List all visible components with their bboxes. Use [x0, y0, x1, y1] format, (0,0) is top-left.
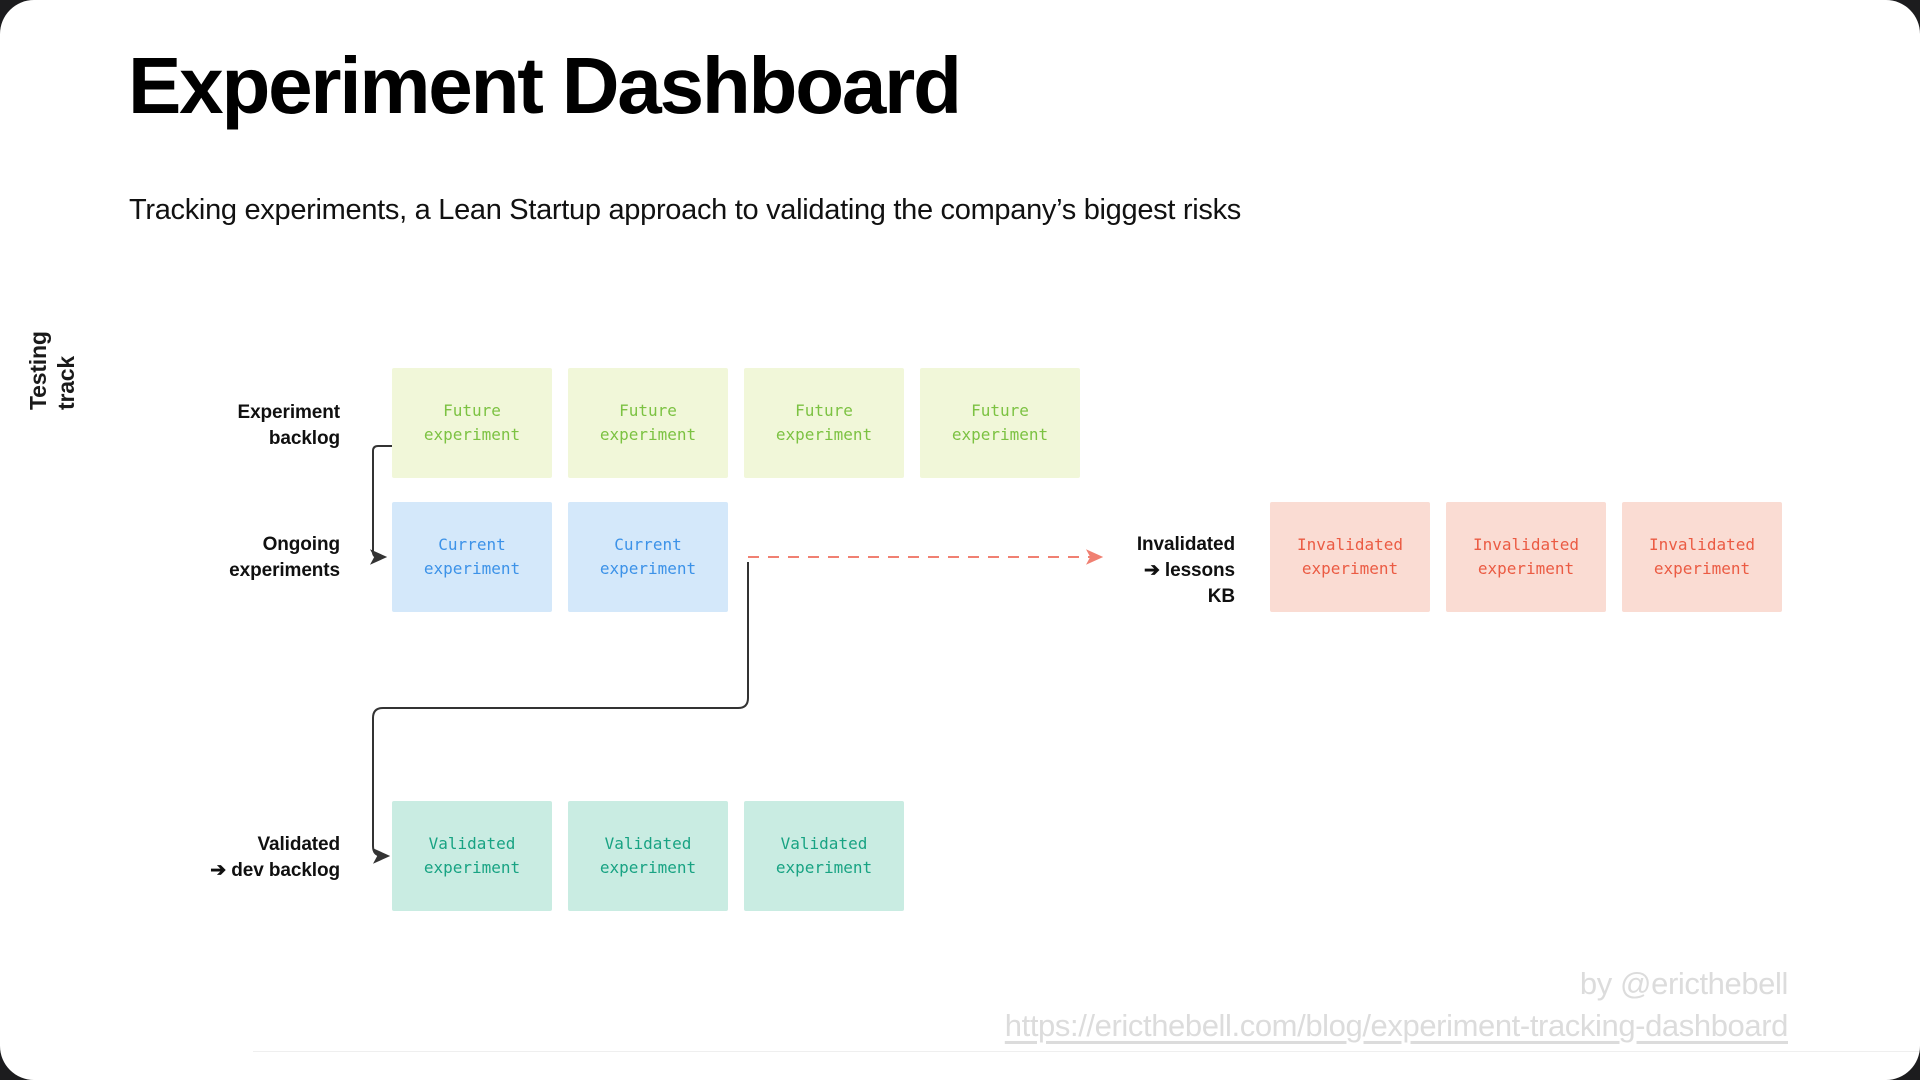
row-label-experiment-backlog: Experiment backlog	[170, 400, 341, 452]
experiment-card-invalidated-2[interactable]: Invalidated experiment	[1446, 502, 1606, 612]
experiment-card-line2: experiment	[775, 425, 873, 444]
track-label-testing: Testing track	[24, 331, 134, 410]
row-label-validated-line1: Validated	[257, 834, 340, 855]
page-title: Experiment Dashboard	[128, 41, 962, 130]
experiment-card-current-2[interactable]: Current experiment	[568, 502, 728, 612]
experiment-card-line1: Invalidated	[1649, 535, 1755, 554]
experiment-card-validated-3[interactable]: Validated experiment	[744, 801, 904, 911]
experiment-card-future-3[interactable]: Future experiment	[744, 368, 904, 478]
experiment-card-line1: Validated	[428, 834, 516, 853]
experiment-card-line2: experiment	[423, 858, 521, 877]
experiment-card-validated-2[interactable]: Validated experiment	[568, 801, 728, 911]
track-label-testing-line1: Testing	[25, 331, 51, 410]
experiment-card-line1: Current	[614, 535, 682, 554]
experiment-card-line1: Validated	[780, 834, 868, 853]
page-subtitle: Tracking experiments, a Lean Startup app…	[129, 194, 1241, 226]
experiment-card-line1: Future	[795, 401, 853, 420]
experiment-card-validated-1[interactable]: Validated experiment	[392, 801, 552, 911]
footer-divider	[253, 1051, 1920, 1052]
experiment-card-invalidated-1[interactable]: Invalidated experiment	[1270, 502, 1430, 612]
row-label-invalidated-lessons: Invalidated ➔ lessons KB	[1120, 532, 1235, 611]
row-label-ongoing-experiments-line2: experiments	[229, 560, 340, 582]
experiment-card-invalidated-3[interactable]: Invalidated experiment	[1622, 502, 1782, 612]
row-label-validated-line2: ➔ dev backlog	[210, 860, 340, 882]
track-label-implementation: Implementation track	[0, 838, 134, 1005]
experiment-card-line1: Validated	[604, 834, 692, 853]
experiment-card-line2: experiment	[1301, 559, 1399, 578]
experiment-card-line2: experiment	[423, 425, 521, 444]
experiment-card-line1: Invalidated	[1297, 535, 1403, 554]
experiment-card-current-1[interactable]: Current experiment	[392, 502, 552, 612]
row-label-ongoing-experiments: Ongoing experiments	[160, 532, 340, 584]
experiment-card-line1: Future	[971, 401, 1029, 420]
row-label-experiment-backlog-line2: backlog	[268, 428, 340, 450]
experiment-card-line1: Current	[438, 535, 506, 554]
track-label-testing-line2: track	[53, 356, 80, 410]
row-label-validated-dev-backlog: Validated ➔ dev backlog	[175, 832, 340, 884]
row-label-invalidated-line1: Invalidated	[1136, 534, 1235, 555]
footer-url-link[interactable]: https://ericthebell.com/blog/experiment-…	[1004, 1008, 1789, 1043]
connector-backlog-to-ongoing	[370, 445, 392, 565]
experiment-card-future-4[interactable]: Future experiment	[920, 368, 1080, 478]
experiment-card-line1: Invalidated	[1473, 535, 1579, 554]
row-label-experiment-backlog-line1: Experiment	[237, 402, 341, 423]
experiment-card-line2: experiment	[599, 858, 697, 877]
experiment-card-line2: experiment	[1653, 559, 1751, 578]
experiment-card-line2: experiment	[775, 858, 873, 877]
experiment-card-future-1[interactable]: Future experiment	[392, 368, 552, 478]
footer-credit: by @ericthebell	[1579, 966, 1789, 1001]
experiment-card-line2: experiment	[951, 425, 1049, 444]
row-label-invalidated-line2: ➔ lessons KB	[1143, 560, 1235, 608]
experiment-card-line2: experiment	[599, 559, 697, 578]
experiment-card-future-2[interactable]: Future experiment	[568, 368, 728, 478]
experiment-card-line1: Future	[619, 401, 677, 420]
row-label-ongoing-experiments-line1: Ongoing	[262, 534, 340, 555]
experiment-card-line1: Future	[443, 401, 501, 420]
experiment-card-line2: experiment	[1477, 559, 1575, 578]
experiment-card-line2: experiment	[599, 425, 697, 444]
experiment-card-line2: experiment	[423, 559, 521, 578]
